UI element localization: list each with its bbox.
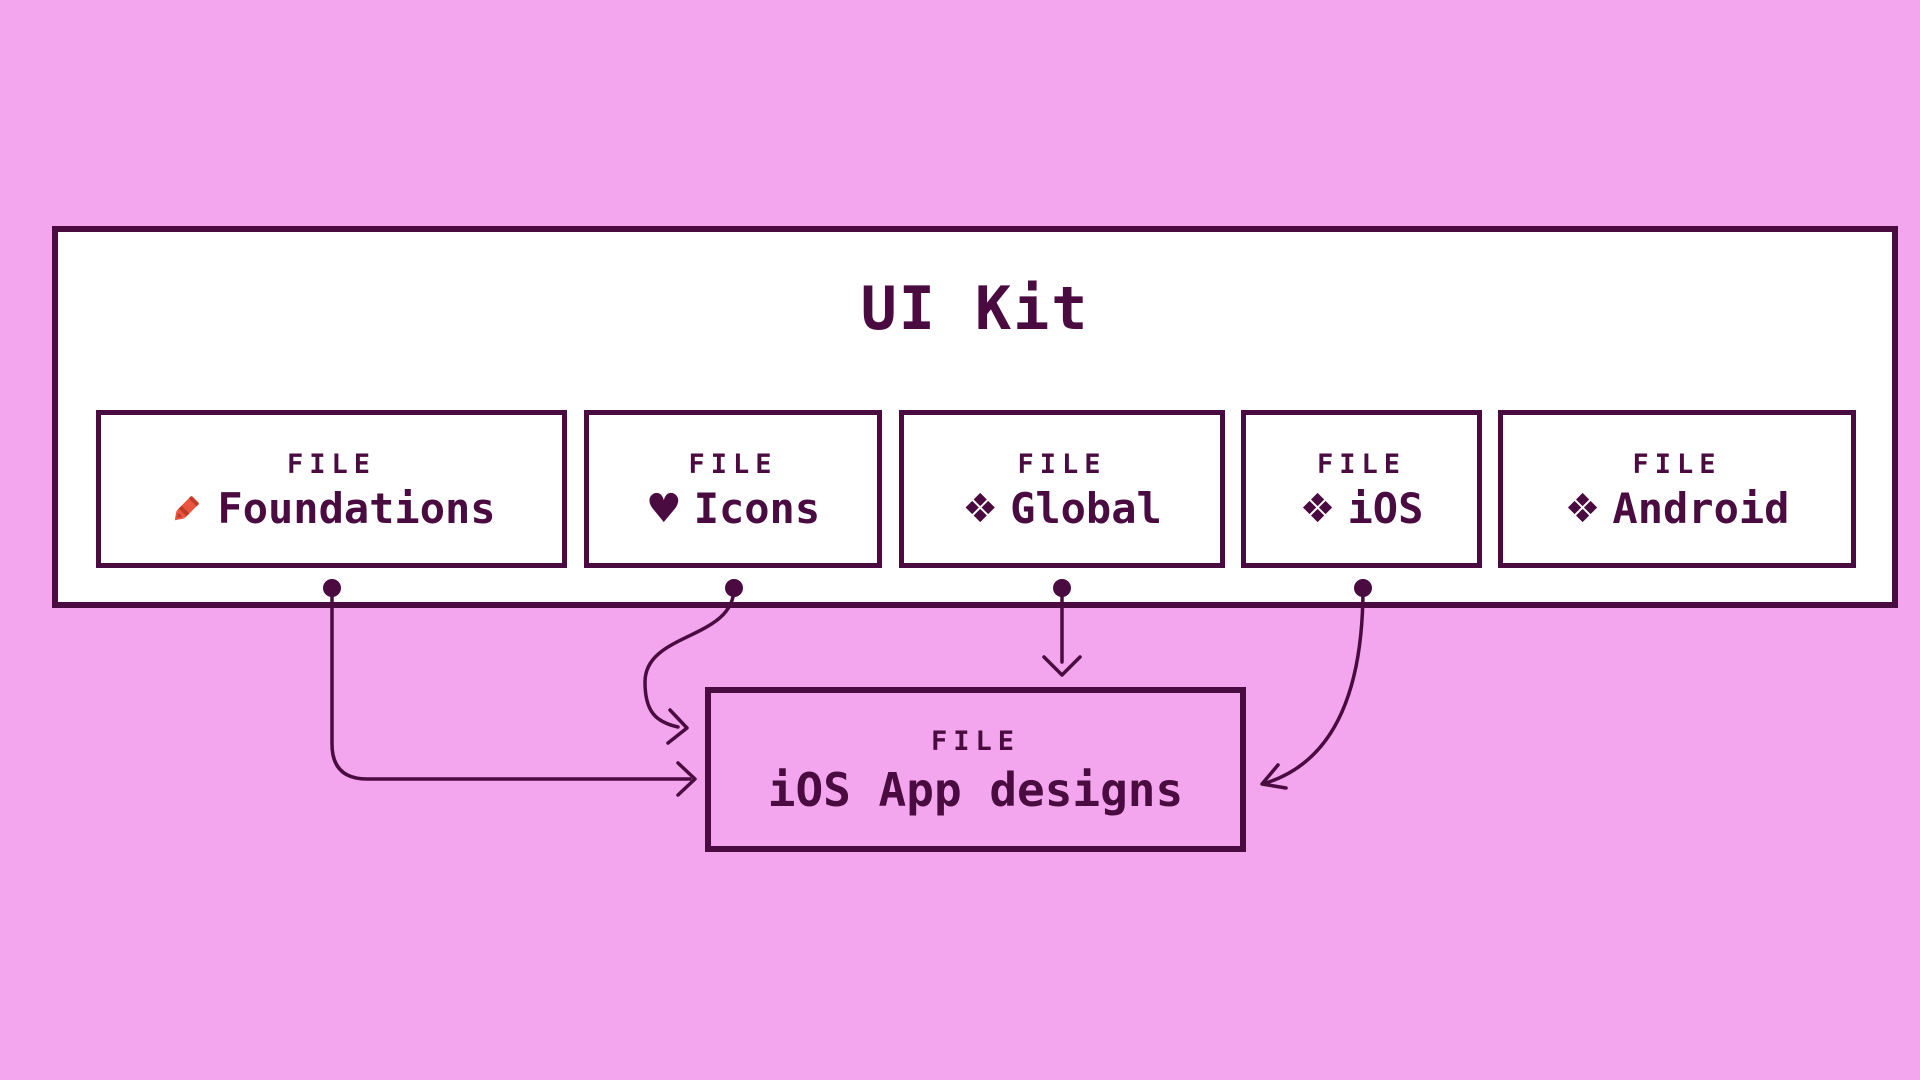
ui-kit-title: UI Kit [860,274,1090,344]
file-label: Global [1010,483,1162,533]
file-badge: FILE [688,448,778,480]
component-icon: ❖ [962,485,999,532]
file-label-row: ❖ Global [962,483,1162,533]
arrowhead-ios [1260,763,1288,790]
file-label-row: Foundations [167,483,496,533]
component-icon: ❖ [1299,485,1336,532]
component-icon: ❖ [1564,485,1601,532]
connector-ios [1264,586,1365,785]
target-file-label: iOS App designs [767,763,1184,817]
file-card-ios: FILE ❖ iOS [1241,410,1482,568]
file-card-android: FILE ❖ Android [1498,410,1856,568]
arrowhead-global [1042,655,1082,677]
file-badge: FILE [930,726,1021,757]
file-label-row: ♥ Icons [645,483,821,533]
file-badge: FILE [1632,448,1722,480]
file-card-global: FILE ❖ Global [899,410,1225,568]
ui-kit-box: UI Kit FILE Foundations FILE [52,226,1898,608]
crayon-icon [175,495,200,520]
arrowhead-foundations [676,761,697,797]
file-badge: FILE [1316,448,1407,480]
file-label: Foundations [217,483,496,533]
heart-icon: ♥ [645,485,682,532]
file-label: Icons [693,483,821,533]
file-label-row: ❖ Android [1564,483,1790,533]
file-label-row: ❖ iOS [1299,483,1424,533]
file-label: iOS [1347,483,1424,533]
file-card-icons: FILE ♥ Icons [584,410,882,568]
connector-foundations [330,586,692,781]
target-file-box: FILE iOS App designs [705,687,1246,852]
file-card-foundations: FILE Foundations [96,410,567,568]
file-badge: FILE [286,448,377,480]
arrowhead-icons [666,708,689,745]
file-badge: FILE [1017,448,1107,480]
file-label: Android [1612,483,1790,533]
